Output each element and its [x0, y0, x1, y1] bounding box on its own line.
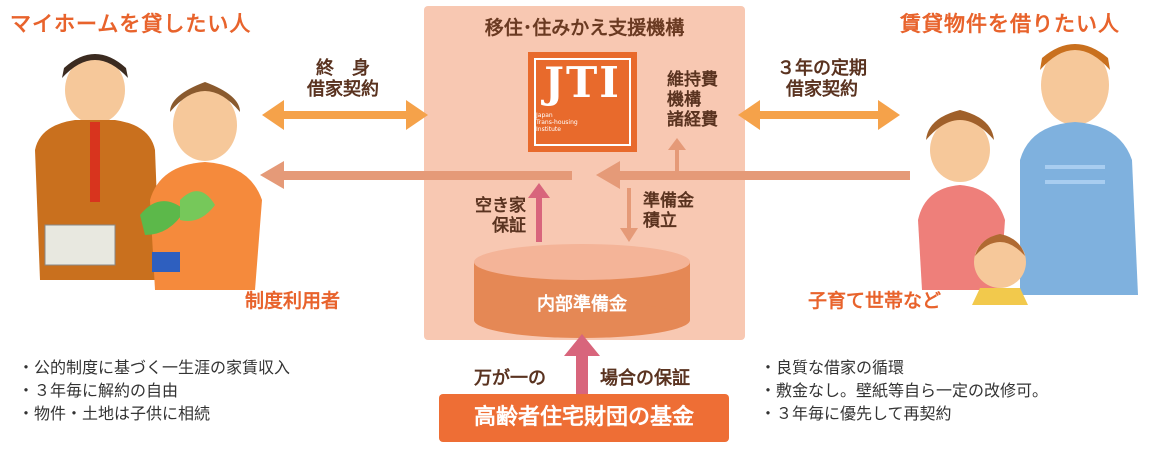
right-contract-label: ３年の定期 借家契約 — [777, 58, 867, 100]
left-woman-illustration — [140, 82, 262, 290]
left-man-illustration — [35, 54, 160, 280]
jti-logo: JTI Japan Trans-housing Institute — [528, 52, 637, 152]
reserve-fund-label: 内部準備金 — [537, 294, 627, 315]
list-item: ・３年毎に解約の自由 — [18, 381, 179, 400]
right-contract-arrow — [738, 100, 900, 130]
logo-mark: JTI — [544, 58, 621, 107]
right-man-illustration — [1020, 44, 1138, 295]
rent-flow-right-arrow — [596, 161, 910, 189]
list-item: ・物件・土地は子供に相続 — [18, 404, 211, 423]
emergency-guarantee-right: 場合の保証 — [600, 368, 690, 389]
left-contract-arrow — [262, 100, 428, 130]
right-title: 賃貸物件を借りたい人 — [900, 12, 1120, 36]
maintenance-arrow — [668, 138, 686, 172]
reserve-accumulation-arrow — [620, 188, 638, 242]
emergency-guarantee-left: 万が一の — [474, 368, 546, 389]
list-item: ・敷金なし。壁紙等自ら一定の改修可。 — [760, 381, 1049, 400]
rent-flow-left-arrow — [260, 161, 572, 189]
list-item: ・３年毎に優先して再契約 — [760, 404, 952, 423]
center-title: 移住･住みかえ支援機構 — [484, 17, 685, 39]
vacancy-guarantee-arrow — [528, 183, 550, 242]
list-item: ・良質な借家の循環 — [760, 358, 905, 377]
fund-box: 高齢者住宅財団の基金 — [439, 394, 729, 442]
list-item: ・公的制度に基づく一生涯の家賃収入 — [18, 358, 291, 377]
left-benefits-list: ・公的制度に基づく一生涯の家賃収入 ・３年毎に解約の自由 ・物件・土地は子供に相… — [18, 356, 290, 425]
fund-guarantee-arrow — [564, 334, 600, 394]
reserve-fund-cylinder — [474, 244, 690, 338]
right-user-label: 子育て世帯など — [808, 290, 942, 312]
left-contract-label: 終 身 借家契約 — [307, 58, 379, 100]
vacancy-guarantee-label: 空き家 保証 — [475, 196, 526, 236]
reserve-accumulation-label: 準備金 積立 — [643, 191, 694, 231]
left-user-label: 制度利用者 — [245, 290, 341, 312]
left-title: マイホームを貸したい人 — [10, 12, 252, 36]
right-child-illustration — [972, 234, 1028, 305]
right-benefits-list: ・良質な借家の循環 ・敷金なし。壁紙等自ら一定の改修可。 ・３年毎に優先して再契… — [760, 356, 1048, 425]
logo-subtitle: Japan Trans-housing Institute — [536, 112, 578, 133]
maintenance-label: 維持費 機構 諸経費 — [667, 70, 718, 130]
